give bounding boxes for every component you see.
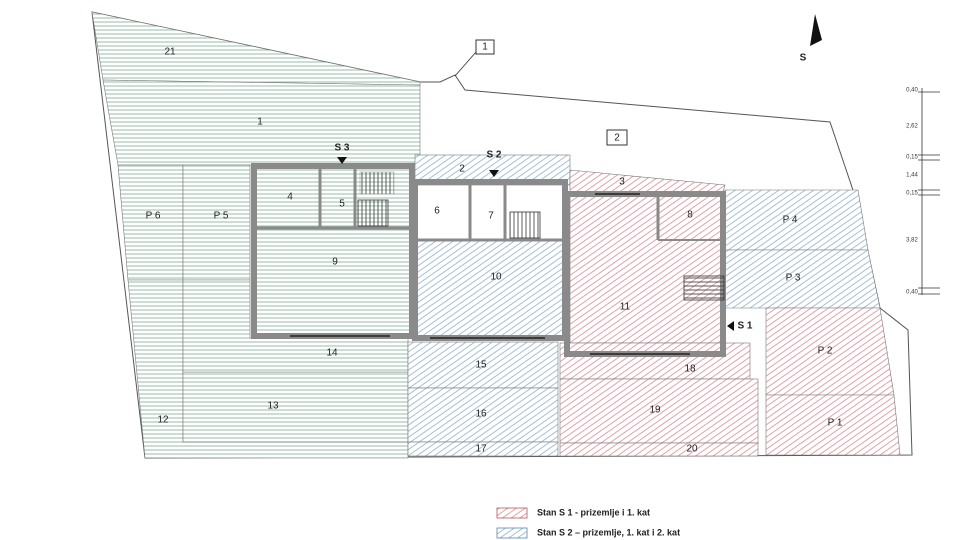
label-12: 12 — [157, 415, 169, 426]
entrance-s2-label: S 2 — [486, 150, 501, 161]
label-5: 5 — [339, 199, 345, 210]
boxed-label-2: 2 — [614, 133, 620, 144]
label-p5: P 5 — [214, 211, 229, 222]
area-p6 — [117, 164, 184, 281]
label-p3: P 3 — [786, 273, 801, 284]
dimension-strip — [918, 88, 940, 295]
dim-7: 0,40 — [906, 290, 918, 296]
dim-6: 3,82 — [906, 238, 918, 244]
label-6: 6 — [434, 206, 440, 217]
label-11: 11 — [620, 302, 631, 313]
label-p2: P 2 — [818, 346, 833, 357]
label-2-small: 2 — [459, 164, 465, 175]
legend-swatch-s1 — [496, 507, 528, 519]
north-label: S — [800, 53, 807, 64]
entrance-s1-arrow-icon — [727, 321, 734, 331]
label-20: 20 — [686, 444, 698, 455]
dim-3: 0,15 — [906, 155, 918, 161]
boxed-label-2-frame — [606, 129, 628, 146]
label-19: 19 — [649, 405, 661, 416]
stairs — [509, 211, 541, 239]
label-10: 10 — [490, 272, 502, 283]
label-9: 9 — [332, 257, 338, 268]
stairs — [357, 199, 389, 227]
label-4: 4 — [287, 192, 293, 203]
label-p4: P 4 — [783, 215, 798, 226]
entrance-s3-arrow-icon — [337, 157, 347, 164]
legend-swatch-s2 — [496, 527, 528, 539]
boxed-label-1: 1 — [482, 42, 488, 53]
house-1-interior — [254, 166, 412, 336]
label-3: 3 — [619, 177, 625, 188]
label-18: 18 — [684, 364, 696, 375]
label-14: 14 — [326, 348, 338, 359]
label-17: 17 — [475, 444, 487, 455]
area-21 — [91, 11, 421, 86]
area-17 — [407, 441, 559, 457]
area-p5 — [182, 164, 251, 281]
dim-4: 1,44 — [906, 173, 918, 179]
entrance-s2-arrow-icon — [489, 170, 499, 177]
label-8: 8 — [687, 210, 693, 221]
dim-1: 0,40 — [906, 88, 918, 94]
north-arrow-icon — [810, 14, 822, 46]
label-13: 13 — [267, 401, 279, 412]
windows — [290, 193, 690, 355]
dim-5: 0,15 — [906, 191, 918, 197]
dim-2: 2,62 — [906, 124, 918, 130]
label-16: 16 — [475, 409, 487, 420]
label-1: 1 — [257, 117, 263, 128]
area-10 — [414, 239, 566, 339]
label-p1: P 1 — [828, 418, 843, 429]
label-21: 21 — [164, 47, 176, 58]
entrance-s3-label: S 3 — [334, 143, 349, 154]
stairs — [359, 171, 395, 195]
stairs — [683, 275, 725, 301]
area-19 — [559, 378, 759, 444]
area-p3 — [721, 249, 881, 309]
boxed-label-1-frame — [475, 39, 495, 55]
leader-line — [454, 51, 477, 77]
area-18 — [559, 342, 751, 380]
area-20 — [559, 442, 759, 457]
label-15: 15 — [475, 360, 487, 371]
area-p1 — [765, 394, 901, 456]
label-p6: P 6 — [146, 211, 161, 222]
legend-label-s1: Stan S 1 - prizemlje i 1. kat — [537, 507, 650, 517]
legend-label-s2: Stan S 2 – prizemlje, 1. kat i 2. kat — [537, 527, 680, 537]
area-13 — [182, 371, 409, 443]
entrance-s1-label: S 1 — [737, 321, 752, 332]
label-7: 7 — [488, 211, 494, 222]
area-11 — [569, 194, 723, 344]
